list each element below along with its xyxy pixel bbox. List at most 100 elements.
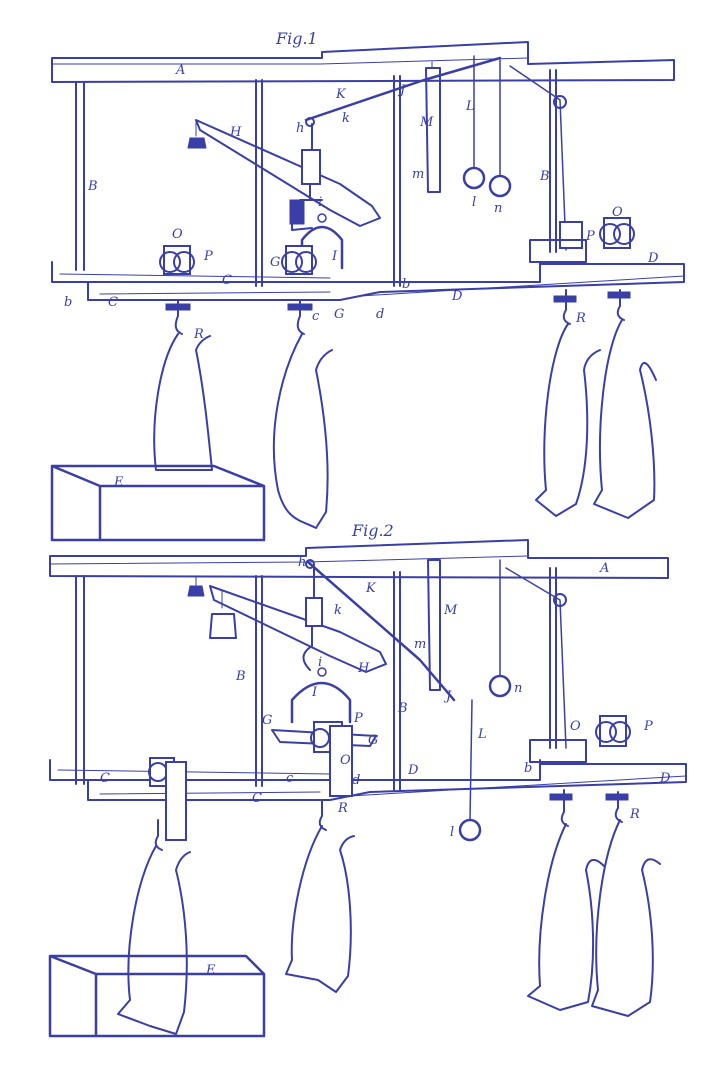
trolley: [559, 221, 583, 249]
label: C: [252, 791, 262, 806]
hog: [591, 819, 661, 1017]
labels: A B B H h K k J M m L l n I i O P O P G …: [100, 555, 671, 978]
hog-carcasses: [117, 819, 661, 1035]
rails: [49, 759, 687, 801]
label: B: [539, 169, 550, 184]
figure-1: Fig.1: [50, 29, 685, 542]
label: m: [414, 637, 426, 652]
label: B: [87, 179, 98, 194]
label: J: [397, 83, 406, 98]
figure-2: Fig.2: [48, 521, 687, 1038]
label: C: [108, 295, 118, 310]
label: n: [514, 681, 522, 696]
label: C: [222, 273, 232, 288]
label: P: [203, 249, 213, 264]
label: b: [402, 277, 410, 292]
label: L: [477, 727, 487, 742]
hog: [527, 823, 605, 1011]
label: b: [64, 295, 72, 310]
trolley: [281, 245, 317, 275]
label: C: [100, 771, 110, 786]
hog: [272, 333, 333, 529]
bar-m: [425, 61, 441, 193]
label: B: [397, 701, 408, 716]
rails: [51, 261, 685, 301]
label: E: [113, 475, 124, 490]
hog-carcasses: [153, 319, 657, 529]
box: [50, 464, 266, 542]
label: P: [353, 711, 363, 726]
label: J: [443, 689, 452, 704]
label: A: [599, 561, 609, 576]
ropes: [458, 559, 567, 842]
lever-k: [305, 559, 456, 702]
label: G: [334, 307, 344, 322]
label: h: [298, 555, 306, 570]
label: M: [419, 115, 434, 130]
label: R: [575, 311, 586, 326]
scale-beam: [187, 119, 381, 227]
trolleys: [159, 217, 635, 275]
weighing-frame: [289, 149, 344, 270]
label: d: [352, 773, 360, 788]
hog: [117, 845, 191, 1035]
label: h: [296, 121, 304, 136]
label: O: [340, 753, 351, 768]
label: K: [365, 581, 377, 596]
label: H: [357, 661, 370, 676]
label: G: [262, 713, 272, 728]
label: m: [412, 167, 424, 182]
label: i: [318, 655, 322, 670]
label: O: [570, 719, 581, 734]
hog: [153, 333, 213, 471]
label: c: [286, 771, 294, 786]
label: k: [342, 111, 350, 126]
top-beam: [51, 41, 675, 83]
label: A: [175, 63, 185, 78]
label: D: [407, 763, 419, 778]
label: D: [659, 771, 671, 786]
figure-1-title: Fig.1: [275, 29, 318, 48]
scale-beam: [187, 575, 387, 673]
label: R: [629, 807, 640, 822]
label: B: [235, 669, 246, 684]
trolley: [599, 217, 635, 249]
trolley: [148, 757, 187, 841]
label: L: [465, 99, 475, 114]
label: G: [368, 733, 378, 748]
label: R: [193, 327, 204, 342]
trolley: [159, 245, 195, 275]
labels: A B B H h K k J M m L l n I i O P O P G …: [64, 63, 659, 490]
label: O: [172, 227, 183, 242]
label: d: [376, 307, 384, 322]
label: P: [585, 229, 595, 244]
label: I: [331, 249, 338, 264]
label: E: [205, 963, 216, 978]
hog: [593, 319, 657, 519]
label: D: [451, 289, 463, 304]
label: l: [472, 195, 476, 210]
label: M: [443, 603, 458, 618]
bar-m: [427, 559, 441, 691]
hooks: [154, 789, 629, 851]
hooks: [165, 289, 631, 335]
hog: [535, 323, 601, 517]
label: k: [334, 603, 342, 618]
label: n: [494, 201, 502, 216]
trolley: [310, 721, 353, 797]
top-beam: [49, 539, 669, 579]
label: l: [450, 825, 454, 840]
label: b: [524, 761, 532, 776]
label: R: [337, 801, 348, 816]
label: O: [612, 205, 623, 220]
figure-2-title: Fig.2: [351, 521, 394, 540]
posts: [75, 69, 557, 287]
label: H: [229, 125, 242, 140]
label: c: [312, 309, 320, 324]
label: G: [270, 255, 280, 270]
trolley: [595, 715, 631, 747]
label: D: [647, 251, 659, 266]
label: i: [318, 195, 322, 210]
label: I: [311, 685, 318, 700]
